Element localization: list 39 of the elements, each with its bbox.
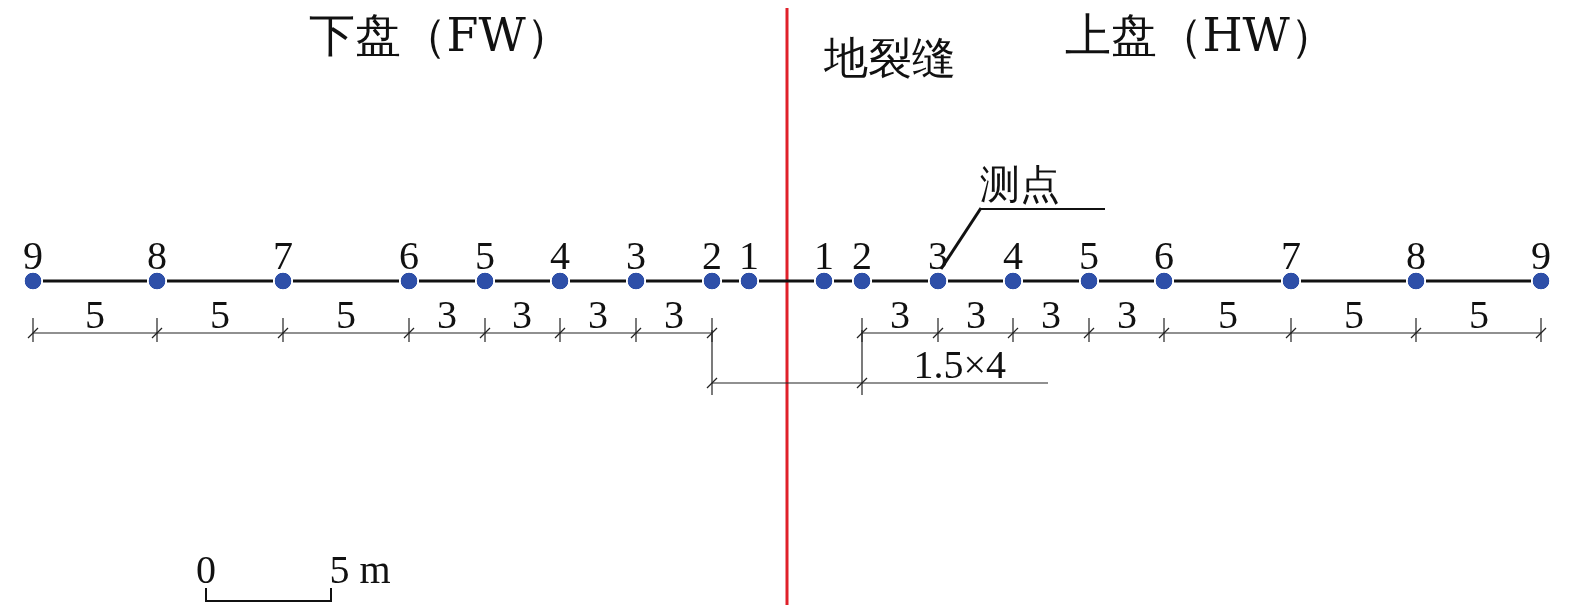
dimension-label: 3 — [1117, 295, 1137, 335]
survey-line — [293, 279, 399, 283]
dimension-label: 3 — [1041, 295, 1061, 335]
dimension-label: 5 — [85, 295, 105, 335]
point-label: 测点 — [980, 164, 1105, 210]
dimension-label: 3 — [890, 295, 910, 335]
dimension-label: 5 — [1469, 295, 1489, 335]
dimension-label: 3 — [437, 295, 457, 335]
dimension-label: 3 — [588, 295, 608, 335]
leader-line — [939, 207, 983, 270]
scale-label: 5 m — [329, 550, 391, 590]
survey-line — [167, 279, 273, 283]
dimension-label: 5 — [1218, 295, 1238, 335]
survey-line — [1023, 279, 1079, 283]
survey-line — [1174, 279, 1281, 283]
survey-line — [759, 279, 814, 283]
side-title: 下盘（FW） — [308, 12, 572, 58]
dimension-label: 1.5×4 — [913, 345, 1007, 385]
survey-line — [43, 279, 147, 283]
dimension-label: 3 — [966, 295, 986, 335]
dimension-label: 3 — [664, 295, 684, 335]
survey-line — [570, 279, 626, 283]
scale-label: 0 — [196, 550, 216, 590]
fissure-label: 地裂缝 — [824, 36, 956, 80]
survey-line — [1301, 279, 1406, 283]
survey-line — [872, 279, 928, 283]
dimension-label: 5 — [336, 295, 356, 335]
survey-line — [419, 279, 475, 283]
survey-line — [1099, 279, 1154, 283]
survey-line — [948, 279, 1003, 283]
survey-line — [722, 279, 739, 283]
survey-line — [1426, 279, 1531, 283]
side-title: 上盘（HW） — [1064, 12, 1336, 58]
survey-line — [834, 279, 852, 283]
dimension-label: 5 — [210, 295, 230, 335]
dimension-label: 3 — [512, 295, 532, 335]
dimension-label: 5 — [1344, 295, 1364, 335]
survey-line — [495, 279, 550, 283]
survey-line — [646, 279, 702, 283]
